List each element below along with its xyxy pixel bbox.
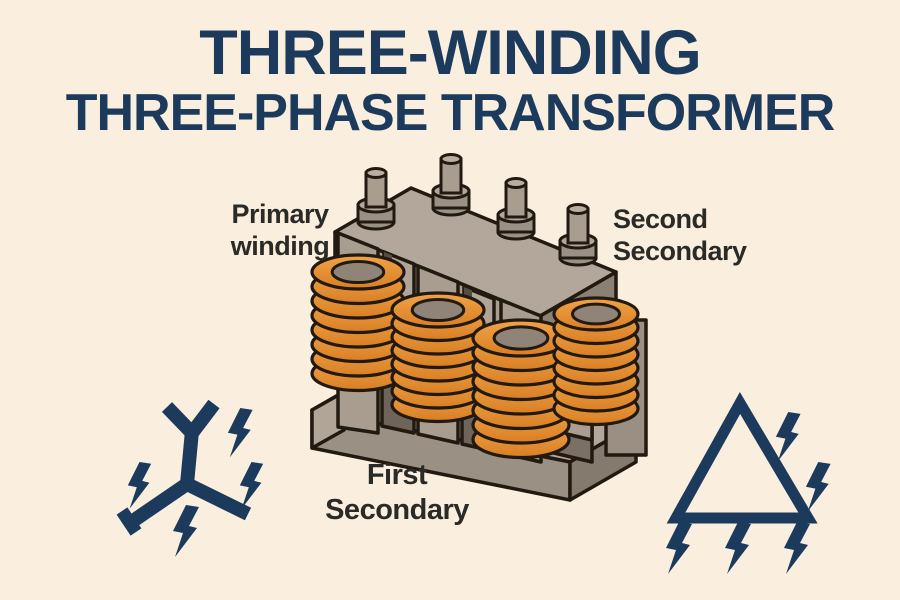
label-primary-line-2: winding [230,231,330,262]
windings [310,253,640,460]
lightning-bolt-icon [775,412,801,462]
label-primary-line-1: Primary [231,199,329,229]
page-title: THREE-WINDING THREE-PHASE TRANSFORMER [0,18,900,142]
coil-winding [390,291,486,424]
wye-star-connection-icon [116,399,252,536]
lightning-bolt-icon [239,462,264,509]
lightning-bolt-icon [805,462,831,512]
lightning-bolt-icon [666,522,692,574]
label-primary-winding: Primary winding [222,198,338,263]
lightning-bolt-icon [227,408,253,458]
label-second-secondary: Second Secondary [613,203,747,268]
delta-triangle-connection-icon [666,391,818,524]
coil-primary-winding [310,253,406,393]
label-first-secondary: First Secondary [324,458,470,528]
label-second-line-2: Secondary [613,236,747,267]
coil-second-secondary [552,296,640,427]
lightning-bolt-icon [725,522,751,574]
bushing-terminals [356,153,598,267]
label-first-line-1: First [366,459,428,491]
bushing-terminal [356,167,396,231]
bushing-terminal [496,177,536,241]
title-line-2: THREE-PHASE TRANSFORMER [65,84,836,142]
title-line-1: THREE-WINDING [199,18,701,88]
bushing-terminal [558,203,598,267]
label-first-line-2: Secondary [325,493,469,526]
lightning-bolt-icon [173,505,199,557]
bushing-terminal [431,153,471,217]
lightning-bolt-icon [784,522,810,574]
lightning-bolt-icon [127,462,152,509]
label-second-line-1: Second [613,204,708,234]
coil-first-secondary [471,318,571,460]
